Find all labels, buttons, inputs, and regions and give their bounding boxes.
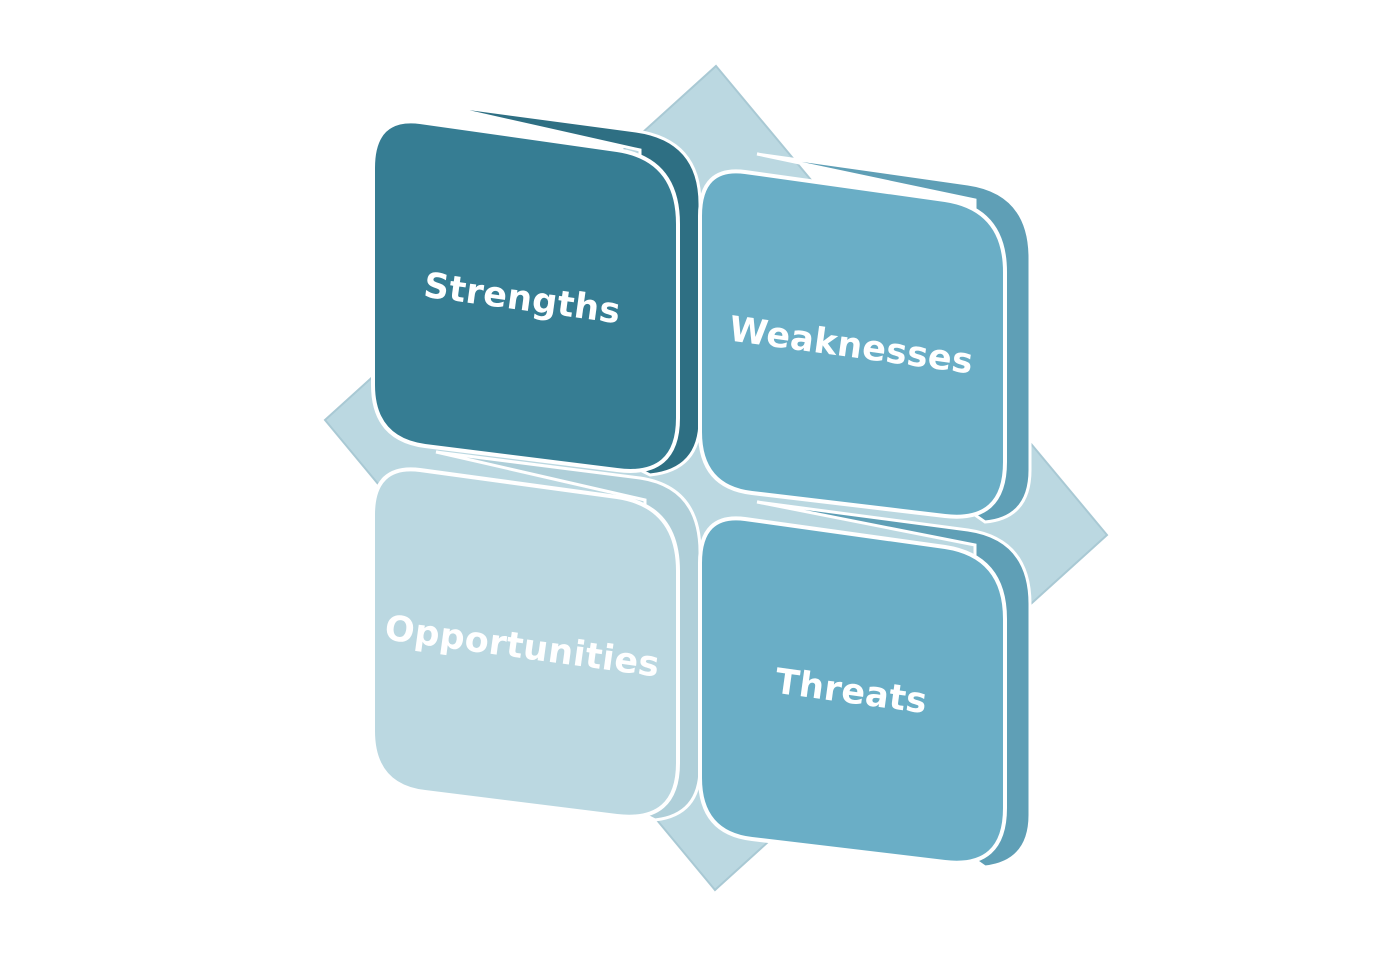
quadrant-strengths: Strengths — [371, 102, 702, 477]
quadrant-weaknesses: Weaknesses — [698, 152, 1032, 524]
quadrant-opportunities: Opportunities — [371, 450, 702, 822]
quadrant-threats: Threats — [698, 500, 1032, 869]
threats-tile — [698, 516, 1007, 865]
opportunities-tile — [371, 467, 680, 819]
strengths-tile — [371, 119, 680, 473]
weaknesses-tile — [698, 169, 1007, 519]
